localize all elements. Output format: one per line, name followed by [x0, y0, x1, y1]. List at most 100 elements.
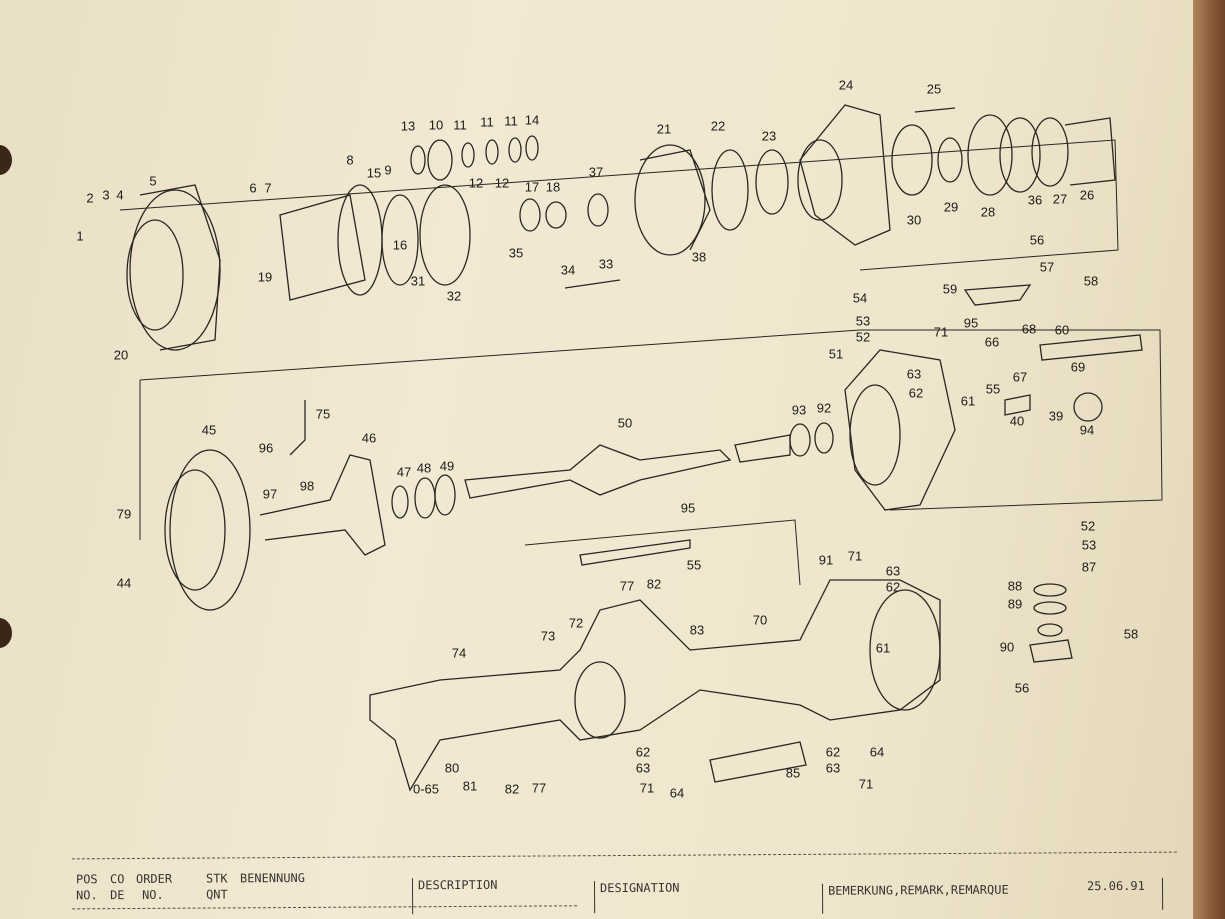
part-callout: 14	[524, 112, 540, 128]
part-callout: 45	[201, 422, 217, 438]
part-callout: 61	[960, 393, 976, 409]
part-callout: 53	[855, 313, 871, 329]
part-callout: 62	[825, 744, 841, 760]
part-callout: 16	[392, 237, 408, 253]
header-remark: BEMERKUNG,REMARK,REMARQUE	[827, 882, 1009, 898]
part-callout: 55	[985, 381, 1001, 397]
part-callout: 15	[366, 165, 382, 181]
part-callout: 73	[540, 628, 556, 644]
header-designation: DESIGNATION	[599, 880, 680, 896]
part-callout: 85	[785, 765, 801, 781]
part-callout: 38	[691, 249, 707, 265]
part-callout: 69	[1070, 359, 1086, 375]
part-callout: 30	[906, 212, 922, 228]
part-callout: 24	[838, 77, 854, 93]
part-callout: 3	[102, 187, 110, 203]
punch-hole	[0, 145, 12, 175]
part-callout: 91	[818, 552, 834, 568]
part-callout: 80	[444, 760, 460, 776]
parts-list-header: POS NO. CO DE ORDER NO. STK QNT BENENNUN…	[71, 851, 1177, 919]
part-callout: 81	[462, 778, 478, 794]
part-callout: 87	[1081, 559, 1097, 575]
part-callout: 5	[149, 173, 157, 189]
part-callout: 33	[598, 256, 614, 272]
header-co: CO	[109, 872, 125, 887]
header-stk: STK	[205, 871, 228, 886]
part-callout: 1	[76, 228, 84, 244]
part-callout: 83	[689, 622, 705, 638]
part-callout: 47	[396, 464, 412, 480]
part-callout: 12	[494, 175, 510, 191]
part-callout: 97	[262, 486, 278, 502]
dashed-rule	[72, 905, 578, 910]
part-callout: 8	[346, 152, 354, 168]
part-callout: 70	[752, 612, 768, 628]
header-description: DESCRIPTION	[417, 877, 498, 893]
part-callout: 13	[400, 118, 416, 134]
part-callout: 71	[933, 324, 949, 340]
part-callout: 12	[468, 175, 484, 191]
header-qnt: QNT	[206, 887, 228, 902]
part-callout: 62	[885, 579, 901, 595]
part-callout: 11	[480, 114, 494, 130]
part-callout: 75	[315, 406, 331, 422]
axle-housing	[369, 539, 1073, 792]
part-callout: 62	[635, 744, 651, 760]
part-callout: 36	[1027, 192, 1043, 208]
part-callout: 31	[410, 273, 426, 289]
part-callout: 88	[1007, 578, 1023, 594]
part-callout: 6	[249, 180, 257, 196]
part-callout: 29	[943, 199, 959, 215]
part-callout: 74	[451, 645, 467, 661]
part-callout: 55	[686, 557, 702, 573]
part-callout: 62	[908, 385, 924, 401]
part-callout: 34	[560, 262, 576, 278]
part-callout: 0-65	[412, 781, 440, 797]
header-order-no: NO.	[142, 887, 164, 902]
part-callout: 60	[1054, 322, 1070, 338]
part-callout: 79	[116, 506, 132, 522]
part-callout: 39	[1048, 408, 1064, 424]
part-callout: 57	[1039, 259, 1055, 275]
part-callout: 53	[1081, 537, 1097, 553]
column-divider	[593, 881, 596, 914]
part-callout: 59	[942, 281, 958, 297]
part-callout: 11	[504, 113, 518, 129]
part-callout: 9	[384, 162, 392, 178]
punch-hole	[0, 618, 12, 648]
part-callout: 21	[656, 121, 672, 137]
header-benennung: BENENNUNG	[239, 870, 306, 886]
part-callout: 95	[680, 500, 696, 516]
part-callout: 94	[1079, 422, 1095, 438]
part-callout: 77	[619, 578, 635, 594]
column-divider	[821, 883, 824, 914]
part-callout: 28	[980, 204, 996, 220]
column-divider	[411, 878, 414, 915]
planet-gears	[410, 135, 621, 289]
header-no: NO.	[76, 888, 98, 903]
part-callout: 92	[816, 400, 832, 416]
wood-background	[1193, 0, 1225, 919]
part-callout: 23	[761, 128, 777, 144]
part-callout: 37	[588, 164, 604, 180]
part-callout: 22	[710, 118, 726, 134]
header-order: ORDER	[135, 871, 173, 886]
part-callout: 27	[1052, 191, 1068, 207]
part-callout: 68	[1021, 321, 1037, 337]
axle-shaft-assembly	[164, 284, 1143, 611]
part-callout: 82	[646, 576, 662, 592]
part-callout: 90	[999, 639, 1015, 655]
part-callout: 58	[1123, 626, 1139, 642]
part-callout: 56	[1014, 680, 1030, 696]
brake-drum	[126, 184, 221, 351]
part-callout: 7	[264, 180, 272, 196]
part-callout: 20	[113, 347, 129, 363]
part-callout: 96	[258, 440, 274, 456]
part-callout: 56	[1029, 232, 1045, 248]
part-callout: 89	[1007, 596, 1023, 612]
part-callout: 82	[504, 781, 520, 797]
part-callout: 71	[858, 776, 874, 792]
part-callout: 4	[116, 187, 124, 203]
part-callout: 95	[963, 315, 979, 331]
part-callout: 35	[508, 245, 524, 261]
